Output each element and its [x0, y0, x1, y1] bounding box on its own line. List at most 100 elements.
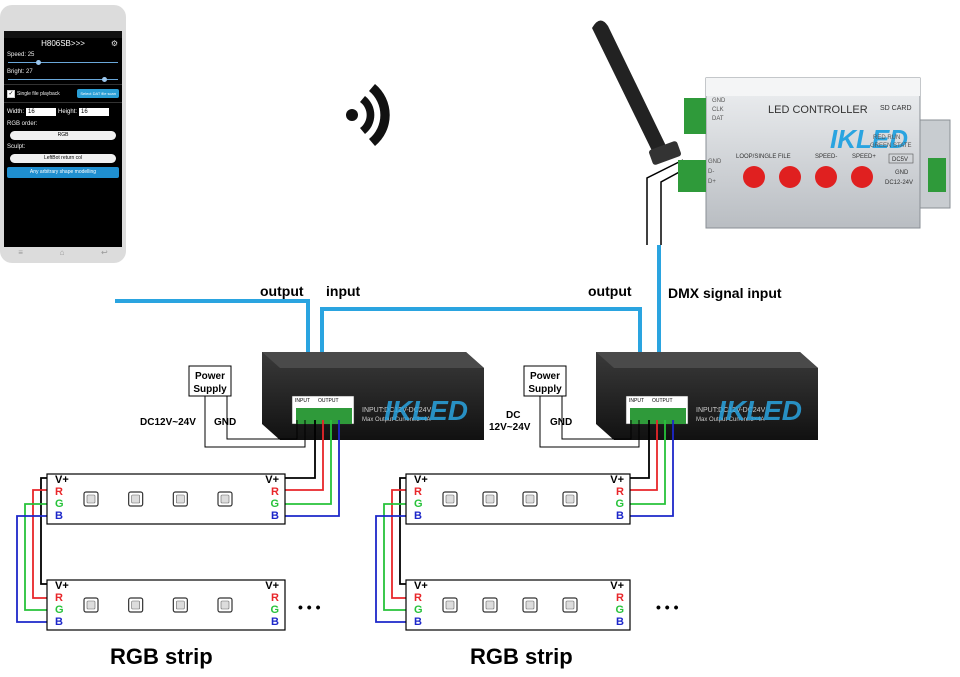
wire-left-chain-g: [24, 503, 47, 611]
decoder-left-output-tag: OUTPUT: [318, 398, 339, 404]
led-controller: LED CONTROLLER SD CARD IKLED GND CLK DAT…: [678, 77, 951, 229]
led-chip-core: [565, 600, 575, 610]
controller-power-dc: DC12-24V: [885, 180, 913, 186]
speed-slider[interactable]: [8, 60, 118, 65]
strip-pin-right-v: V+: [610, 580, 624, 592]
width-input[interactable]: 16: [26, 108, 57, 116]
sculpt-label: Sculpt:: [7, 144, 26, 150]
rgb-strip-label-left: RGB strip: [110, 644, 213, 669]
strip-wiring: [16, 420, 674, 623]
output-label-right: output: [588, 283, 632, 299]
dmx-cables: [115, 245, 661, 352]
sculpt-select[interactable]: LeftBot return col: [10, 154, 116, 163]
decoder-right-input-tag: INPUT: [629, 398, 644, 404]
led-chip-core: [445, 600, 455, 610]
single-file-checkbox[interactable]: ✓: [7, 89, 15, 98]
strip-pin-left-b: B: [55, 510, 63, 522]
ellipsis-left: • • •: [298, 599, 321, 615]
bright-label: Bright:: [7, 69, 25, 75]
wire-left-chain-r: [32, 489, 47, 599]
power-supply-left-line2: Supply: [193, 384, 227, 395]
height-input[interactable]: 16: [79, 108, 110, 116]
divider: [4, 84, 122, 85]
led-chip-core: [176, 600, 185, 610]
rgb-order-label: RGB order:: [7, 121, 38, 127]
dmx-decoder-left: INPUT OUTPUT INPUT:DC12V-DC24V Max Outpu…: [262, 352, 484, 440]
led-chip-core: [220, 494, 230, 504]
decoder-right-spec-2: Max Output Current:3×4A: [696, 417, 765, 423]
rgb-order-select[interactable]: RGB: [10, 131, 116, 140]
led-chip-core: [220, 600, 230, 610]
controller-pin-gnd2: GND: [708, 159, 722, 165]
strip-pin-left-r: R: [414, 486, 422, 498]
led-chip-core: [485, 494, 495, 504]
strip-pin-left-g: G: [414, 498, 423, 510]
controller-led-red-run: RED RUN: [873, 135, 900, 141]
strip-pin-right-r: R: [271, 592, 279, 604]
strip-pin-left-v: V+: [414, 474, 428, 486]
bright-slider[interactable]: [8, 77, 118, 82]
back-icon[interactable]: ↩: [101, 248, 108, 257]
strip-pin-right-r: R: [271, 486, 279, 498]
wire-right-decoder-v: [630, 420, 650, 479]
decoder-left-spec-1: INPUT:DC12V-DC24V: [362, 407, 432, 414]
controller-sd-card: SD CARD: [880, 105, 912, 112]
speed-minus-button: [815, 166, 837, 188]
loop-single-file-button: [743, 166, 765, 188]
strip-pin-left-r: R: [414, 592, 422, 604]
led-chip-core: [485, 600, 495, 610]
led-chip-core: [131, 600, 140, 610]
wire-left-decoder-b: [285, 420, 340, 517]
strip-pin-right-g: G: [270, 604, 279, 616]
wire-left-chain-v: [40, 477, 47, 585]
wireless-signal-icon: [346, 84, 390, 146]
strip-body: [405, 473, 631, 525]
strip-pin-right-v: V+: [265, 474, 279, 486]
width-label: Width:: [7, 109, 25, 115]
speed-value: 25: [27, 52, 35, 58]
strip-pin-left-v: V+: [55, 474, 69, 486]
controller-dc5v: DC5V: [892, 157, 908, 163]
strip-pin-left-v: V+: [55, 580, 69, 592]
gear-icon[interactable]: ⚙: [110, 39, 118, 48]
strip-body: [46, 473, 286, 525]
strip-pin-right-v: V+: [265, 580, 279, 592]
dc-label-right: DC: [506, 410, 520, 421]
modelling-button[interactable]: Any arbitrary shape modelling: [7, 167, 119, 178]
strip-pin-left-b: B: [414, 510, 422, 522]
strip-pin-left-v: V+: [414, 580, 428, 592]
strip-pin-left-g: G: [414, 604, 423, 616]
wire-left-decoder-v: [285, 420, 316, 479]
controller-pin-dat: DAT: [712, 116, 724, 122]
speed-label: Speed:: [7, 52, 27, 58]
wire-right-chain-b: [375, 515, 406, 623]
bright-row: Bright: 27: [4, 67, 122, 77]
power-wires: [204, 396, 640, 448]
wire-left-decoder-r: [285, 420, 324, 491]
led-chip-core: [86, 600, 96, 610]
strip-pin-left-b: B: [55, 616, 63, 628]
wire-right-decoder-r: [630, 420, 658, 491]
menu-icon[interactable]: ≡: [18, 248, 23, 257]
wire-left-chain-b: [16, 515, 47, 623]
bright-slider-knob[interactable]: [101, 77, 107, 82]
wire-right-chain-v: [399, 477, 406, 585]
controller-led-green-state: GREEN STATE: [870, 143, 911, 149]
strip-pin-left-r: R: [55, 486, 63, 498]
ellipsis-right: • • •: [656, 599, 679, 615]
controller-btn-label-speed-plus: SPEED+: [852, 154, 876, 160]
strip-pin-left-b: B: [414, 616, 422, 628]
strip-pin-right-b: B: [271, 616, 279, 628]
antenna: [592, 20, 681, 165]
select-dat-button[interactable]: Select DAT file scan: [77, 89, 119, 98]
speed-slider-knob[interactable]: [35, 60, 41, 65]
home-icon[interactable]: ⌂: [59, 248, 65, 257]
controller-red-button: [779, 166, 801, 188]
wire-right-chain-g: [383, 503, 406, 611]
